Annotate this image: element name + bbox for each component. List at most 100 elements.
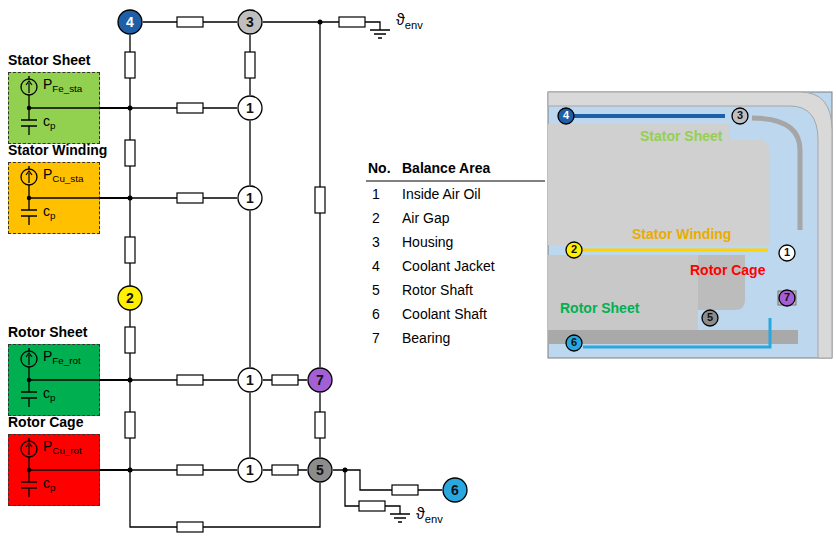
- part-heading: Rotor Cage: [8, 414, 83, 431]
- ground-symbol: [390, 514, 410, 522]
- subscript: p: [50, 120, 55, 131]
- subscript: env: [405, 19, 423, 31]
- table-cell: Rotor Shaft: [402, 282, 473, 299]
- end-winding-shape: [730, 140, 770, 245]
- table-cell: Bearing: [402, 330, 450, 347]
- resistor-symbol: [177, 17, 203, 27]
- part-heading: Rotor Sheet: [8, 324, 87, 341]
- balance-node-circle: 2: [565, 241, 583, 259]
- subscript: p: [50, 482, 55, 493]
- table-cell: 7: [372, 330, 380, 347]
- table-cell: 2: [372, 210, 380, 227]
- circle-shape: [558, 108, 574, 124]
- main-symbol: ϑ: [396, 11, 405, 28]
- subscript: Cu_rot: [52, 445, 81, 456]
- balance-node-circle: 6: [442, 477, 468, 503]
- resistor-symbol: [339, 17, 365, 27]
- main-symbol: c: [43, 113, 50, 129]
- balance-node-circle: 3: [731, 107, 749, 125]
- source-wire: [29, 107, 101, 108]
- quantity-symbol: PFe_sta: [43, 76, 82, 93]
- thermal-resistance-wire: [333, 470, 442, 490]
- circle-shape: [308, 368, 332, 392]
- heat-source-box: Stator WindingPCu_stacp: [8, 162, 100, 234]
- circle-shape: [238, 458, 262, 482]
- circle-shape: [443, 478, 467, 502]
- main-symbol: P: [43, 76, 52, 92]
- callout-number: 5: [707, 311, 713, 324]
- junction-dot: [128, 378, 133, 383]
- table-cell: Air Gap: [402, 210, 449, 227]
- part-heading: Stator Winding: [8, 142, 107, 159]
- part-heading: Stator Sheet: [8, 52, 90, 69]
- quantity-symbol: PCu_sta: [43, 166, 83, 183]
- main-symbol: P: [43, 438, 52, 454]
- heat-source-box: Rotor CagePCu_rotcp: [8, 434, 100, 506]
- circle-shape: [238, 96, 262, 120]
- balance-node-circle: 1: [778, 244, 796, 262]
- capacitor-symbol: [21, 166, 37, 225]
- table-cell: 5: [372, 282, 380, 299]
- subscript: Fe_rot: [52, 355, 80, 366]
- callout-number: 2: [571, 243, 577, 256]
- subscript: p: [50, 210, 55, 221]
- circle-shape: [779, 290, 795, 306]
- capacitor-symbol: [21, 438, 37, 497]
- circle-shape: [238, 368, 262, 392]
- junction-dot: [128, 196, 133, 201]
- resistor-symbol: [392, 485, 418, 495]
- junction-dot: [318, 20, 323, 25]
- part-label: Rotor Sheet: [560, 300, 639, 317]
- current-source-symbol: [21, 79, 37, 95]
- air-gap-line: [582, 249, 768, 252]
- callout-number: 1: [246, 100, 254, 117]
- junction-dot: [128, 106, 133, 111]
- thermal-resistance-wire: [249, 121, 250, 185]
- resistor-symbol: [125, 237, 135, 263]
- junction-dot: [27, 468, 31, 472]
- main-symbol: c: [43, 385, 50, 401]
- source-arrow: [26, 81, 32, 93]
- circle-shape: [118, 10, 142, 34]
- balance-node-circle: 1: [237, 367, 263, 393]
- resistor-symbol: [125, 412, 135, 438]
- callout-number: 4: [563, 109, 569, 122]
- callout-number: 6: [571, 336, 577, 349]
- callout-number: 1: [246, 190, 254, 207]
- resistor-symbol: [177, 103, 203, 113]
- callout-number: 1: [246, 372, 254, 389]
- resistor-symbol: [359, 501, 385, 511]
- resistor-symbol: [315, 412, 325, 438]
- source-arrow: [26, 443, 32, 455]
- balance-node-circle: 1: [237, 95, 263, 121]
- current-source-symbol: [21, 441, 37, 457]
- thermal-resistance-wire: [249, 211, 250, 367]
- subscript: Fe_sta: [52, 83, 82, 94]
- part-label: Stator Winding: [632, 226, 731, 243]
- junction-dot: [343, 468, 348, 473]
- source-wire: [29, 197, 101, 198]
- table-cell: Inside Air Oil: [402, 186, 481, 203]
- callout-number: 5: [316, 462, 324, 479]
- junction-dot: [27, 196, 31, 200]
- table-cell: 4: [372, 258, 380, 275]
- circle-shape: [308, 458, 332, 482]
- part-label: Rotor Cage: [690, 262, 765, 279]
- circle-shape: [566, 242, 582, 258]
- table-cell: 6: [372, 306, 380, 323]
- circle-shape: [238, 10, 262, 34]
- quantity-symbol: cp: [43, 385, 55, 402]
- current-source-symbol: [21, 169, 37, 185]
- table-header: No.: [368, 160, 391, 177]
- balance-node-circle: 7: [778, 289, 796, 307]
- callout-number: 3: [246, 14, 254, 31]
- heat-source-box: Stator SheetPFe_stacp: [8, 72, 100, 144]
- capacitor-symbol: [21, 348, 37, 407]
- ground-symbol: [370, 30, 390, 38]
- junction-dot: [27, 106, 31, 110]
- main-symbol: P: [43, 348, 52, 364]
- quantity-symbol: cp: [43, 113, 55, 130]
- callout-number: 7: [784, 291, 790, 304]
- balance-node-circle: 1: [237, 185, 263, 211]
